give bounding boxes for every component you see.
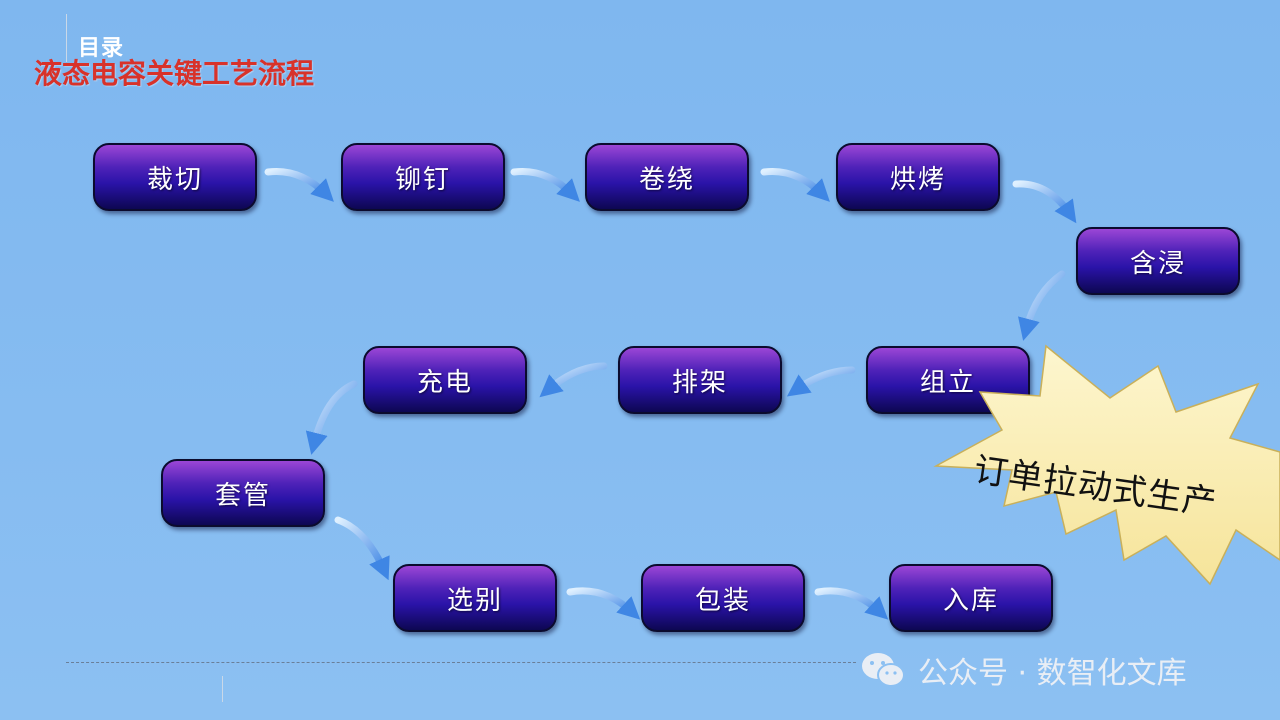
watermark: 公众号 · 数智化文库 bbox=[860, 648, 1187, 692]
arrow-1 bbox=[264, 167, 334, 202]
step-sleeving: 套管 bbox=[161, 459, 325, 527]
arrow-5 bbox=[1018, 270, 1066, 341]
arrow-4 bbox=[1012, 180, 1077, 224]
step-winding: 卷绕 bbox=[585, 143, 749, 211]
step-riveting: 铆钉 bbox=[341, 143, 505, 211]
arrow-7 bbox=[539, 362, 608, 398]
step-charging: 充电 bbox=[363, 346, 527, 414]
section-label: 目录 bbox=[78, 36, 125, 61]
top-vertical-rule bbox=[66, 14, 67, 62]
watermark-text: 公众号 · 数智化文库 bbox=[918, 656, 1187, 691]
step-sorting: 选别 bbox=[393, 564, 557, 632]
bottom-vertical-rule bbox=[222, 676, 223, 702]
step-packaging: 包装 bbox=[641, 564, 805, 632]
step-baking: 烘烤 bbox=[836, 143, 1000, 211]
arrow-2 bbox=[510, 167, 580, 202]
wechat-icon bbox=[860, 650, 906, 690]
page-title: 液态电容关键工艺流程 bbox=[34, 57, 315, 90]
arrow-10 bbox=[566, 587, 641, 620]
footer-dashed-rule bbox=[66, 662, 856, 663]
arrow-11 bbox=[814, 587, 889, 620]
step-racking: 排架 bbox=[618, 346, 782, 414]
step-cutting: 裁切 bbox=[93, 143, 257, 211]
arrow-8 bbox=[305, 380, 358, 455]
arrow-9 bbox=[334, 516, 390, 581]
step-impregnation: 含浸 bbox=[1076, 227, 1240, 295]
arrow-3 bbox=[760, 167, 830, 202]
arrow-6 bbox=[786, 366, 856, 397]
step-warehousing: 入库 bbox=[889, 564, 1053, 632]
